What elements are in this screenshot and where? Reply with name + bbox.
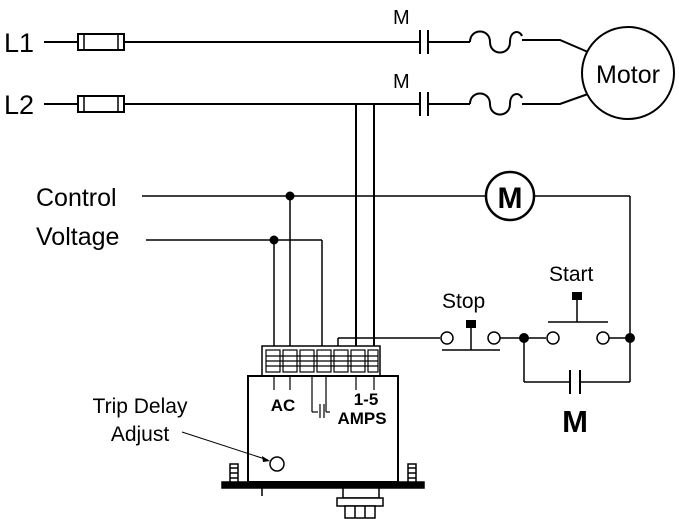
m-contact-l1 (419, 30, 429, 54)
junction-start-rail (625, 333, 635, 343)
start-label: Start (549, 263, 594, 286)
trip-delay-pointer (181, 431, 269, 461)
holding-contact-label: M (562, 404, 588, 439)
label-voltage: Voltage (36, 223, 119, 251)
stop-button (440, 320, 501, 351)
m-contact-l2 (419, 92, 429, 116)
holding-contact-m (569, 370, 581, 394)
start-button (546, 292, 610, 345)
label-m-contact-l2: M (393, 71, 410, 93)
relay-internal-lines (273, 376, 375, 418)
label-m-contact-l1: M (393, 7, 410, 29)
coil-m-label: M (498, 182, 523, 215)
relay-amps-range: 1-5 (354, 390, 379, 409)
label-control: Control (36, 184, 117, 212)
trip-delay-label-line1: Trip Delay (93, 395, 188, 418)
stop-label: Stop (442, 290, 485, 313)
wire-l2-motor (522, 93, 589, 105)
trip-delay-arrowhead (262, 456, 270, 462)
relay-mounting-base (221, 463, 425, 519)
trip-delay-knob (269, 456, 285, 472)
relay-amps-label: AMPS (337, 409, 386, 428)
relay-ac-label: AC (271, 396, 296, 415)
trip-delay-label-line2: Adjust (111, 423, 170, 446)
relay-terminal-block (261, 345, 381, 377)
label-l2: L2 (4, 90, 34, 120)
fuse-l2 (77, 95, 125, 113)
overload-heater-l2 (469, 92, 523, 116)
overload-heater-l1 (469, 30, 523, 54)
fuse-l1 (77, 33, 125, 51)
label-l1: L1 (4, 28, 34, 58)
wire-l1-motor (522, 39, 589, 53)
motor-label: Motor (596, 61, 660, 89)
motor-symbol (581, 26, 675, 120)
